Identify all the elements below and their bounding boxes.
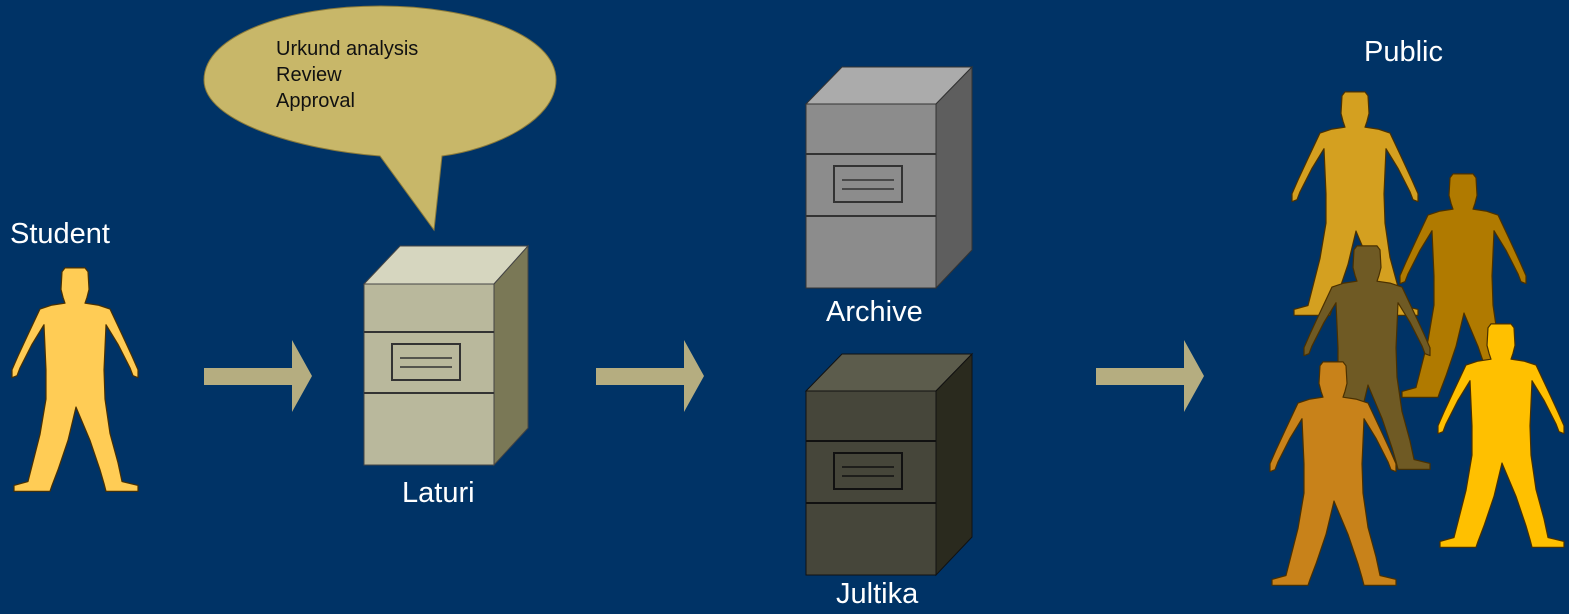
bubble-line: Approval	[276, 90, 355, 112]
student-label: Student	[10, 218, 110, 250]
drawer-handle	[391, 343, 461, 381]
bubble-line: Review	[276, 64, 342, 86]
speech-bubble-icon	[203, 5, 557, 232]
speech-bubble-text: Urkund analysis Review Approval	[276, 36, 418, 114]
drawer-handle	[833, 165, 903, 203]
person-icon	[11, 267, 139, 492]
arrow-right-icon	[204, 340, 312, 412]
laturi-label: Laturi	[402, 477, 475, 509]
archive-label: Archive	[826, 296, 923, 328]
jultika-cabinet	[804, 352, 974, 577]
student-figure	[11, 267, 139, 492]
jultika-label: Jultika	[836, 578, 919, 610]
drawer-handle	[833, 452, 903, 490]
arrow-right-icon	[1096, 340, 1204, 412]
person-icon	[1437, 323, 1565, 548]
public-label: Public	[1364, 36, 1443, 68]
public-group	[1269, 91, 1565, 586]
archive-cabinet	[804, 65, 974, 290]
arrow-right-icon	[596, 340, 704, 412]
bubble-line: Urkund analysis	[276, 38, 419, 60]
laturi-cabinet	[362, 244, 530, 467]
